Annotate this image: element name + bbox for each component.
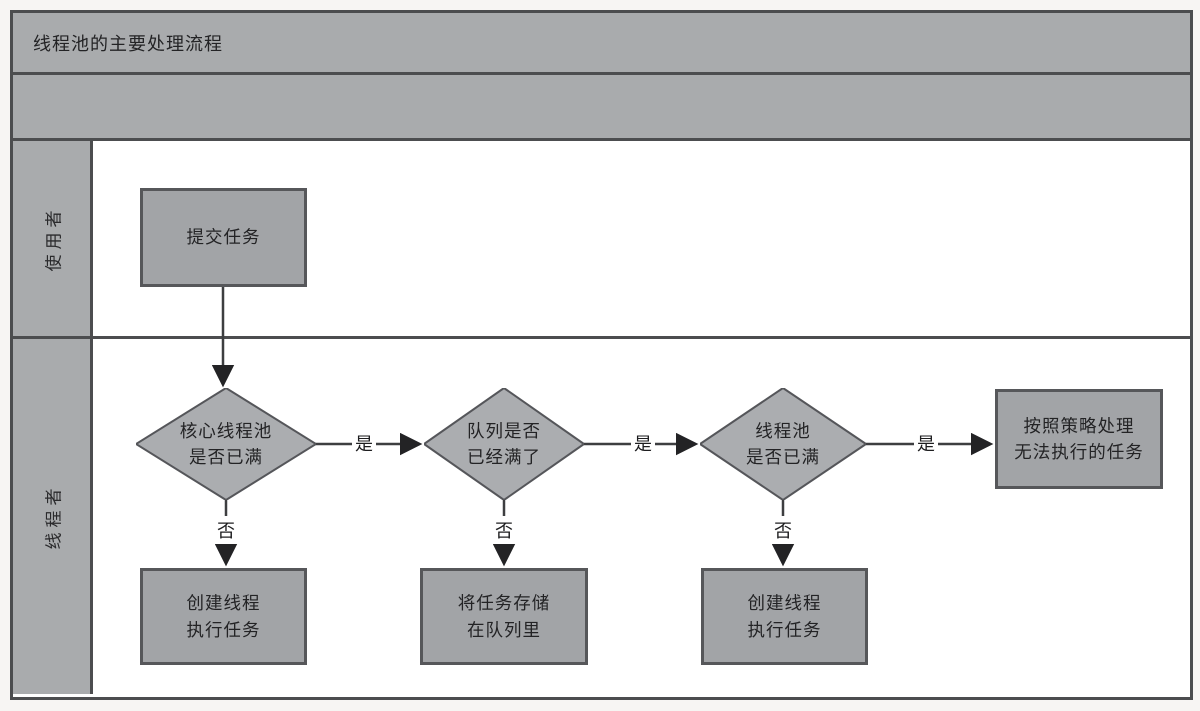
node-handle-by-policy-line2: 无法执行的任务 — [1014, 442, 1144, 462]
node-queue-full-line1: 队列是否 — [467, 420, 541, 441]
node-core-pool-full: 核心线程池 是否已满 — [136, 388, 316, 500]
diamond-shape — [136, 388, 316, 500]
node-store-in-queue: 将任务存储 在队列里 — [420, 568, 588, 665]
node-pool-full: 线程池 是否已满 — [700, 388, 866, 500]
subtitle-band — [13, 75, 1190, 141]
node-queue-full: 队列是否 已经满了 — [424, 388, 584, 500]
node-create-thread-1-line1: 创建线程 — [186, 593, 261, 614]
diagram-title: 线程池的主要处理流程 — [33, 33, 223, 54]
node-submit-task: 提交任务 — [140, 188, 307, 287]
node-pool-full-line1: 线程池 — [755, 420, 811, 441]
node-core-pool-full-label: 核心线程池 是否已满 — [180, 418, 273, 471]
node-pool-full-line2: 是否已满 — [746, 447, 820, 467]
node-create-thread-1-label: 创建线程 执行任务 — [187, 590, 261, 643]
node-handle-by-policy-label: 按照策略处理 无法执行的任务 — [1014, 413, 1144, 466]
title-band: 线程池的主要处理流程 — [13, 13, 1190, 75]
node-core-pool-full-line1: 核心线程池 — [179, 420, 273, 441]
edge-label-no-3: 否 — [771, 516, 795, 544]
lane-label-threader: 线程者 — [13, 339, 93, 694]
node-core-pool-full-line2: 是否已满 — [189, 447, 263, 467]
node-pool-full-label: 线程池 是否已满 — [746, 418, 820, 471]
edge-label-no-1: 否 — [214, 516, 238, 544]
node-create-thread-2-label: 创建线程 执行任务 — [748, 590, 822, 643]
node-queue-full-label: 队列是否 已经满了 — [467, 418, 541, 471]
lane-user-title: 使用者 — [44, 205, 63, 272]
node-submit-task-label: 提交任务 — [186, 227, 261, 248]
edge-label-yes-2: 是 — [631, 429, 655, 457]
lane-threader-title: 线程者 — [44, 483, 63, 550]
edge-label-yes-1: 是 — [352, 429, 376, 457]
node-store-in-queue-line1: 将任务存储 — [457, 593, 551, 614]
node-create-thread-1-line2: 执行任务 — [186, 619, 261, 640]
node-store-in-queue-line2: 在队列里 — [467, 619, 541, 640]
edge-label-yes-3: 是 — [914, 429, 938, 457]
node-create-thread-2: 创建线程 执行任务 — [701, 568, 868, 665]
node-handle-by-policy: 按照策略处理 无法执行的任务 — [995, 389, 1163, 489]
node-store-in-queue-label: 将任务存储 在队列里 — [458, 590, 551, 643]
swimlane-frame: 线程池的主要处理流程 使用者 线程者 — [10, 10, 1193, 700]
diamond-shape — [424, 388, 584, 500]
diamond-shape — [700, 388, 866, 500]
node-queue-full-line2: 已经满了 — [467, 447, 541, 467]
node-create-thread-2-line1: 创建线程 — [747, 593, 822, 614]
node-handle-by-policy-line1: 按照策略处理 — [1023, 415, 1135, 436]
node-create-thread-1: 创建线程 执行任务 — [140, 568, 307, 665]
node-create-thread-2-line2: 执行任务 — [747, 619, 822, 640]
edge-label-no-2: 否 — [492, 516, 516, 544]
lane-label-user: 使用者 — [13, 141, 93, 336]
